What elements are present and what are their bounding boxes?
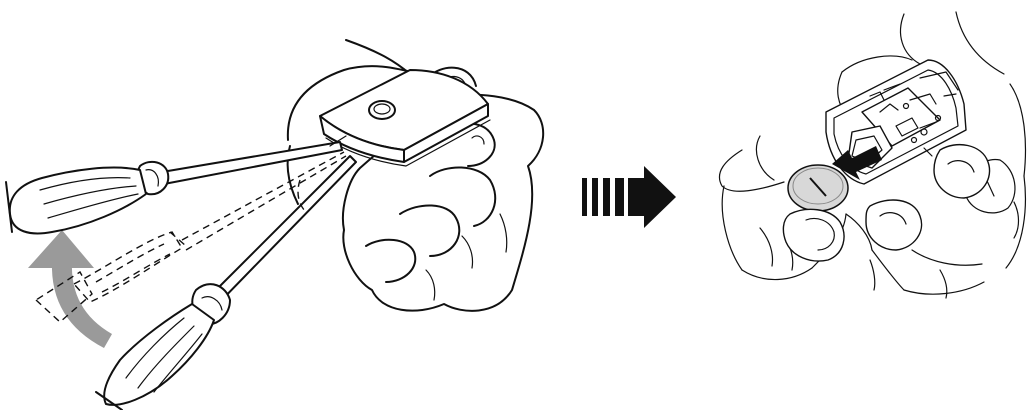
right-thumb [783, 209, 844, 261]
right-panel-battery-step [719, 12, 1025, 298]
curved-arrow-icon [28, 230, 112, 348]
left-panel-pry-step [6, 40, 543, 410]
coin-cell-battery-icon [788, 165, 848, 211]
dashed-right-arrow-icon [582, 166, 676, 228]
